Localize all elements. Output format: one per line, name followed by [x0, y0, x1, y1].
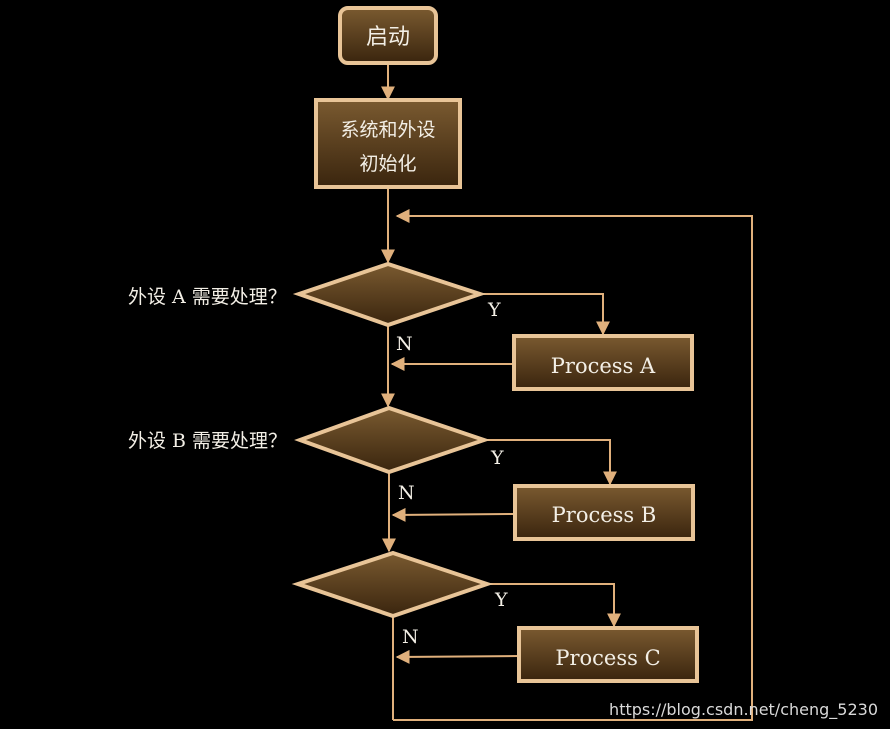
process-c-shape	[517, 626, 699, 683]
arrow-decision-a-yes	[480, 293, 610, 336]
arrow-decision-c-yes	[487, 583, 621, 628]
loop-back-connector	[393, 209, 753, 721]
process-b-node: Process B	[513, 484, 695, 541]
start-node-shape	[338, 6, 438, 65]
connectors	[381, 64, 753, 721]
start-node-label: 启动	[366, 25, 410, 50]
init-node-label-line2: 初始化	[359, 153, 416, 175]
watermark-text: https://blog.csdn.net/cheng_5230	[609, 700, 878, 720]
decision-a-yes-label: Y	[487, 299, 501, 321]
process-b-label: Process B	[552, 503, 657, 527]
decision-b-no-label: N	[398, 482, 415, 504]
arrow-process-c-return	[395, 649, 520, 664]
init-node-shape	[314, 98, 462, 189]
decision-a-no-label: N	[396, 333, 413, 355]
process-c-label: Process C	[555, 646, 660, 670]
decision-b: 外设 B 需要处理？ Y N	[128, 405, 504, 504]
decision-c-yes-label: Y	[494, 589, 508, 611]
init-node: 系统和外设 初始化	[314, 98, 462, 189]
decision-b-yes-label: Y	[490, 447, 504, 469]
arrow-decision-b-yes	[484, 439, 617, 486]
decision-a: 外设 A 需要处理？ Y N	[128, 261, 501, 355]
process-a-node: Process A	[512, 334, 694, 391]
arrow-process-b-return	[391, 507, 516, 522]
decision-a-shape	[292, 261, 487, 328]
decision-b-shape	[294, 405, 491, 475]
decision-b-question: 外设 B 需要处理？	[128, 430, 287, 452]
decision-a-question: 外设 A 需要处理？	[128, 286, 287, 308]
decision-c-no-label: N	[402, 626, 419, 648]
init-node-label-line1: 系统和外设	[340, 119, 435, 141]
process-a-label: Process A	[551, 354, 656, 378]
decision-c-shape	[291, 550, 494, 619]
decision-c: Y N	[291, 550, 508, 648]
process-a-shape	[512, 334, 694, 391]
start-node: 启动	[338, 6, 438, 65]
process-b-shape	[513, 484, 695, 541]
process-c-node: Process C	[517, 626, 699, 683]
